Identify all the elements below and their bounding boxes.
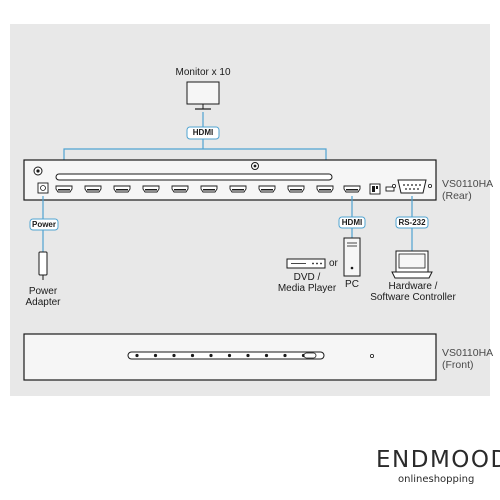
hdmi-output-ports — [55, 185, 334, 193]
hdmi-output-port — [142, 185, 160, 193]
front-view-label: VS0110HA (Front) — [442, 347, 493, 371]
front-model-label: VS0110HA — [442, 347, 494, 359]
front-led — [227, 353, 232, 358]
power-port — [37, 182, 49, 194]
dvd-player-icon — [286, 258, 326, 269]
front-led — [172, 353, 176, 358]
hdmi-output-port — [200, 185, 218, 193]
front-led — [190, 353, 195, 358]
hdmi-output-port — [55, 185, 73, 193]
pc-label: PC — [345, 279, 359, 290]
pc-tower-icon — [343, 237, 361, 277]
power-adapter-label-line1: Power — [28, 286, 58, 297]
rs232-tag-label: RS-232 — [398, 218, 426, 227]
front-led — [246, 353, 250, 358]
usb-port — [385, 186, 395, 192]
power-adapter-icon — [38, 251, 48, 280]
dvd-label: DVD / Media Player — [271, 272, 343, 294]
hdmi-output-port — [287, 185, 305, 193]
power-adapter-label-line2: Adapter — [25, 297, 61, 308]
brand-tagline: onlineshopping — [398, 474, 475, 485]
controller-label-line1: Hardware / — [388, 281, 438, 292]
front-view-caption: (Front) — [442, 359, 474, 371]
hdmi-output-port — [113, 185, 131, 193]
power-adapter-label: Power Adapter — [13, 286, 73, 308]
rear-chassis — [23, 159, 437, 201]
dvd-label-line2: Media Player — [277, 283, 337, 294]
hdmi-output-port — [258, 185, 276, 193]
power-tag-label: Power — [31, 220, 56, 229]
rear-view-label: VS0110HA (Rear) — [442, 178, 493, 202]
front-select-button — [303, 352, 317, 359]
power-cable — [29, 196, 59, 252]
front-led — [135, 353, 139, 358]
hdmi-output-tag — [186, 126, 220, 140]
controller-laptop-icon — [391, 250, 433, 279]
or-label: or — [329, 258, 338, 269]
hdmi-output-port — [316, 185, 334, 193]
dvd-label-line1: DVD / — [293, 272, 321, 283]
dip-switch — [369, 183, 381, 195]
brand-logo: ENDMOOD — [376, 447, 500, 473]
front-led-row — [135, 352, 317, 359]
front-led — [209, 353, 213, 358]
hdmi-input-cable — [338, 196, 366, 238]
controller-label-line2: Software Controller — [370, 292, 456, 303]
hdmi-output-port — [84, 185, 102, 193]
power-tag — [29, 218, 59, 231]
rs232-port — [391, 179, 432, 194]
hdmi-input-tag — [338, 216, 366, 229]
rs232-tag — [395, 216, 429, 229]
hdmi-output-tag-label: HDMI — [192, 128, 214, 137]
hdmi-input-port — [343, 185, 361, 193]
hdmi-output-port — [171, 185, 189, 193]
hdmi-output-port — [229, 185, 247, 193]
rear-view-caption: (Rear) — [442, 190, 472, 202]
front-led — [264, 353, 269, 358]
monitor-icon — [186, 81, 220, 110]
rs232-cable — [395, 196, 429, 251]
rear-model-label: VS0110HA — [442, 178, 494, 190]
front-led — [283, 353, 287, 358]
controller-label: Hardware / Software Controller — [366, 281, 460, 303]
monitor-label: Monitor x 10 — [175, 67, 231, 78]
hdmi-input-tag-label: HDMI — [341, 218, 363, 227]
front-led — [153, 353, 158, 358]
